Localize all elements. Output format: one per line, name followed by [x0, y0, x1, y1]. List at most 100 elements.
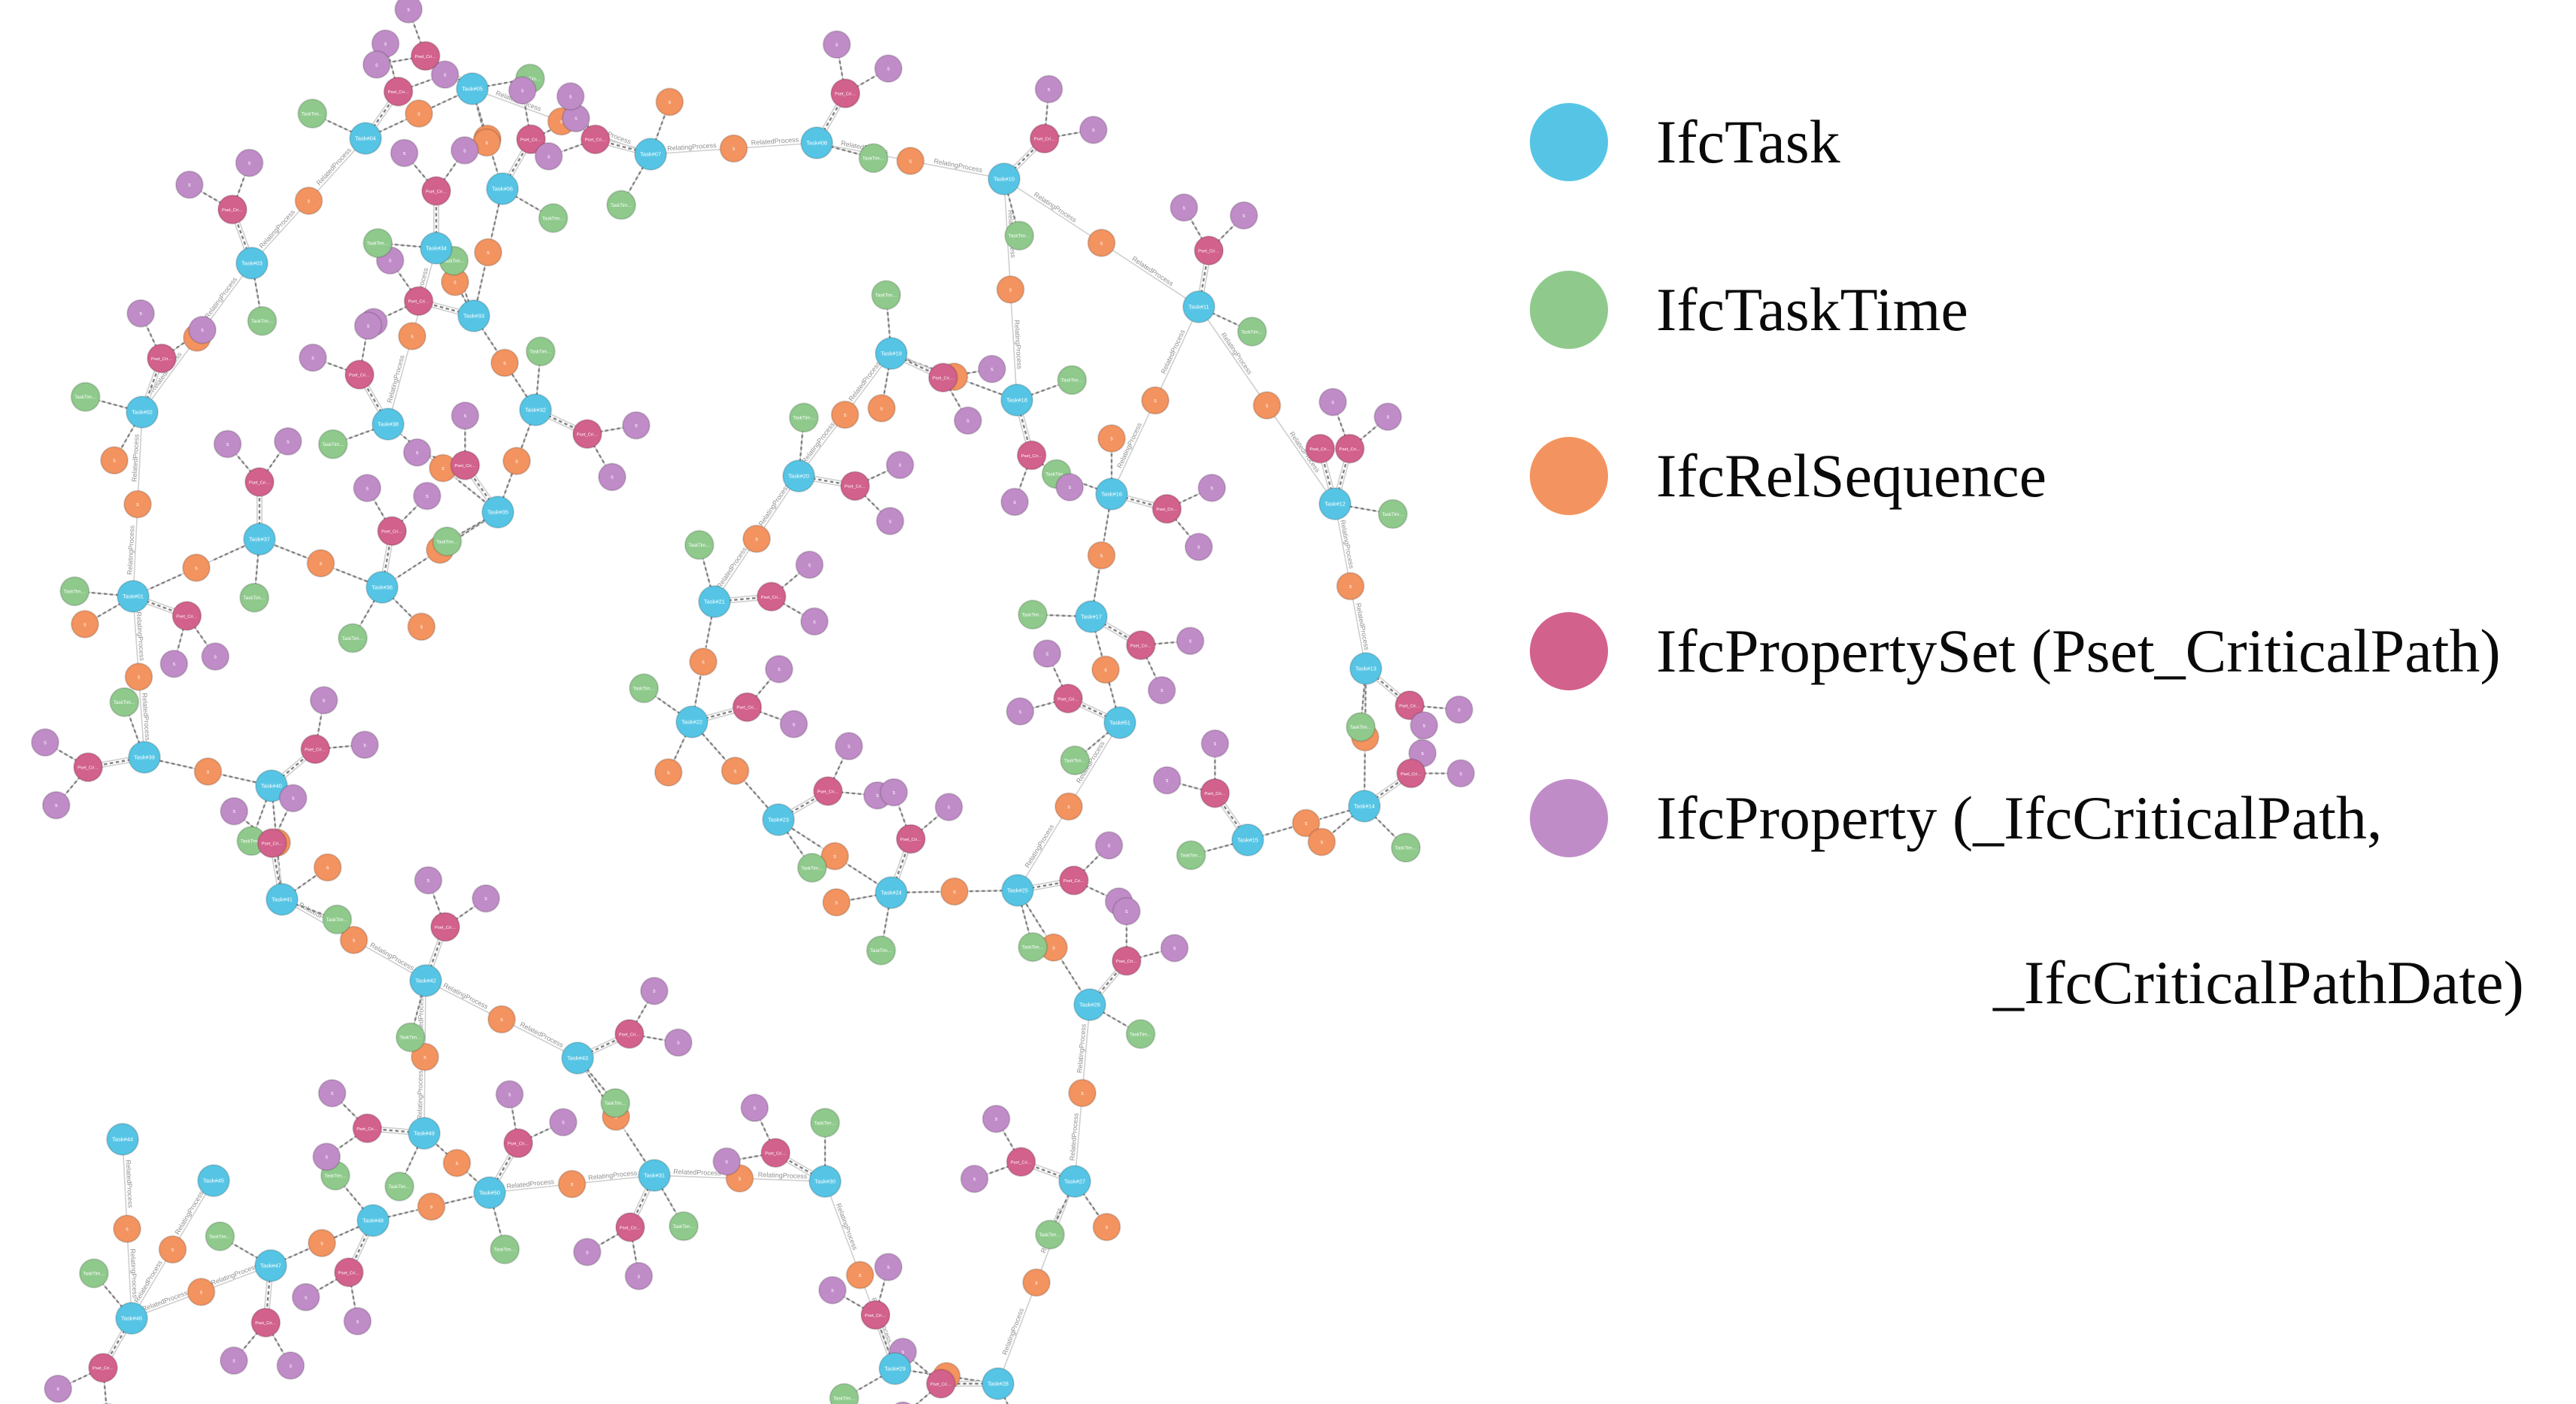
- task-node: [106, 1123, 139, 1156]
- property-node: [414, 866, 443, 895]
- propertyset-node: [352, 1113, 383, 1144]
- graph-edge-caption-smudge: [396, 269, 413, 293]
- node-caption: Task#18: [1006, 396, 1027, 403]
- graph-edge-caption-smudge: [254, 553, 259, 584]
- node-caption: Pset_Cri…: [357, 1127, 378, 1132]
- tasktime-node: [606, 190, 636, 220]
- node-caption: TaskTim…: [494, 1248, 516, 1253]
- relsequence-node: [655, 87, 684, 117]
- tasktime-node: [297, 99, 328, 129]
- property-node: [1184, 532, 1213, 562]
- graph-edge-caption-smudge: [1177, 492, 1202, 505]
- node-caption: TaskTim…: [633, 687, 655, 692]
- node-caption: Pset_Cri…: [1156, 508, 1177, 512]
- relsequence-node: [721, 757, 750, 785]
- edge-caption: RelatedProcess: [673, 1168, 721, 1177]
- graph-edge-caption-smudge: [954, 370, 981, 377]
- property-node: [235, 148, 264, 177]
- tasktime-node: [525, 336, 556, 367]
- graph-edge-caption-smudge: [511, 1105, 517, 1132]
- propertyset-node: [256, 828, 287, 859]
- node-caption: TaskTim…: [611, 203, 633, 208]
- propertyset-node: [839, 471, 870, 502]
- node-caption: s: [755, 537, 758, 542]
- node-caption: Task#22: [681, 718, 702, 725]
- task-node: [638, 1159, 671, 1192]
- node-caption: Task#31: [644, 1172, 665, 1178]
- property-node: [159, 649, 189, 678]
- graph-edge-caption-smudge: [459, 518, 487, 535]
- node-caption: Pset_Cri…: [577, 433, 598, 438]
- node-caption: s: [653, 989, 656, 994]
- graph-edge-caption-smudge: [445, 1195, 476, 1205]
- node-caption: s: [1214, 741, 1217, 747]
- node-caption: TaskTim…: [322, 442, 344, 447]
- relsequence-node: [1068, 1078, 1097, 1108]
- task-node: [675, 705, 708, 738]
- property-node: [1197, 473, 1227, 502]
- propertyset-node: [516, 124, 546, 155]
- node-caption: Pset_Cri…: [761, 596, 782, 600]
- tasktime-node: [205, 1221, 235, 1251]
- edge-caption: RelatedProcess: [1130, 255, 1175, 287]
- node-caption: s: [367, 324, 370, 329]
- graph-edge-caption-smudge: [315, 1277, 339, 1292]
- edge-caption: RelatingProcess: [258, 208, 297, 250]
- relsequence-node: [845, 1260, 875, 1290]
- propertyset-node: [1006, 1147, 1036, 1178]
- graph-edge-caption-smudge: [144, 323, 158, 348]
- task-node: [126, 396, 159, 429]
- node-caption: s: [363, 743, 366, 748]
- node-caption: s: [991, 367, 994, 372]
- node-caption: Pset_Cri…: [1116, 960, 1137, 964]
- graph-edge-caption-smudge: [787, 1159, 814, 1175]
- property-node: [278, 784, 308, 813]
- node-caption: TaskTim…: [114, 700, 135, 705]
- property-node: [1034, 74, 1063, 104]
- property-node: [1079, 115, 1108, 144]
- node-caption: TaskTim…: [399, 1036, 421, 1041]
- property-node: [353, 473, 382, 502]
- graph-edge-caption-smudge: [781, 602, 805, 617]
- graph-edge-caption-smudge: [323, 360, 349, 371]
- node-caption: s: [835, 900, 838, 905]
- graph-edge-caption-smudge: [326, 744, 353, 749]
- node-caption: s: [331, 1091, 334, 1096]
- graph-edge: [1198, 306, 1268, 406]
- graph-edge-caption-smudge: [832, 757, 845, 781]
- node-caption: s: [416, 450, 419, 456]
- task-node: [782, 459, 815, 493]
- task-node: [800, 126, 833, 159]
- node-caption: TaskTim…: [74, 395, 96, 400]
- graph-edge-caption-smudge: [915, 1390, 933, 1404]
- graph-edge-caption-smudge: [387, 54, 396, 80]
- graph-edge-caption-smudge: [592, 444, 607, 468]
- propertyset-node: [1394, 690, 1425, 720]
- propertyset-node: [244, 467, 275, 497]
- task-node: [265, 883, 299, 916]
- relsequence-node: [1092, 1212, 1121, 1242]
- graph-edge: [910, 160, 1005, 180]
- graph-edge-caption-smudge: [431, 93, 460, 109]
- node-caption: s: [611, 475, 614, 481]
- node-caption: Pset_Cri…: [1340, 447, 1361, 452]
- legend-label-ifctasktime: IfcTaskTime: [1656, 275, 1968, 344]
- graph-edge-caption-smudge: [879, 1327, 891, 1357]
- task-node: [420, 232, 453, 265]
- propertyset-node: [927, 362, 958, 393]
- node-caption: s: [56, 1387, 59, 1392]
- node-caption: s: [1100, 553, 1103, 559]
- node-caption: Pset_Cri…: [338, 1271, 360, 1275]
- node-caption: TaskTim…: [326, 917, 348, 923]
- task-node: [366, 571, 399, 604]
- node-caption: Task#14: [1354, 802, 1375, 809]
- relsequence-node: [490, 348, 519, 378]
- task-node: [1103, 706, 1136, 739]
- graph-edge-caption-smudge: [1018, 465, 1029, 491]
- node-caption: Task#29: [884, 1365, 906, 1372]
- relsequence-node: [187, 1278, 216, 1306]
- task-node: [988, 162, 1021, 196]
- graph-edge-caption-smudge: [508, 150, 525, 177]
- node-caption: s: [973, 1177, 976, 1182]
- graph-edge-caption-smudge: [1080, 703, 1108, 718]
